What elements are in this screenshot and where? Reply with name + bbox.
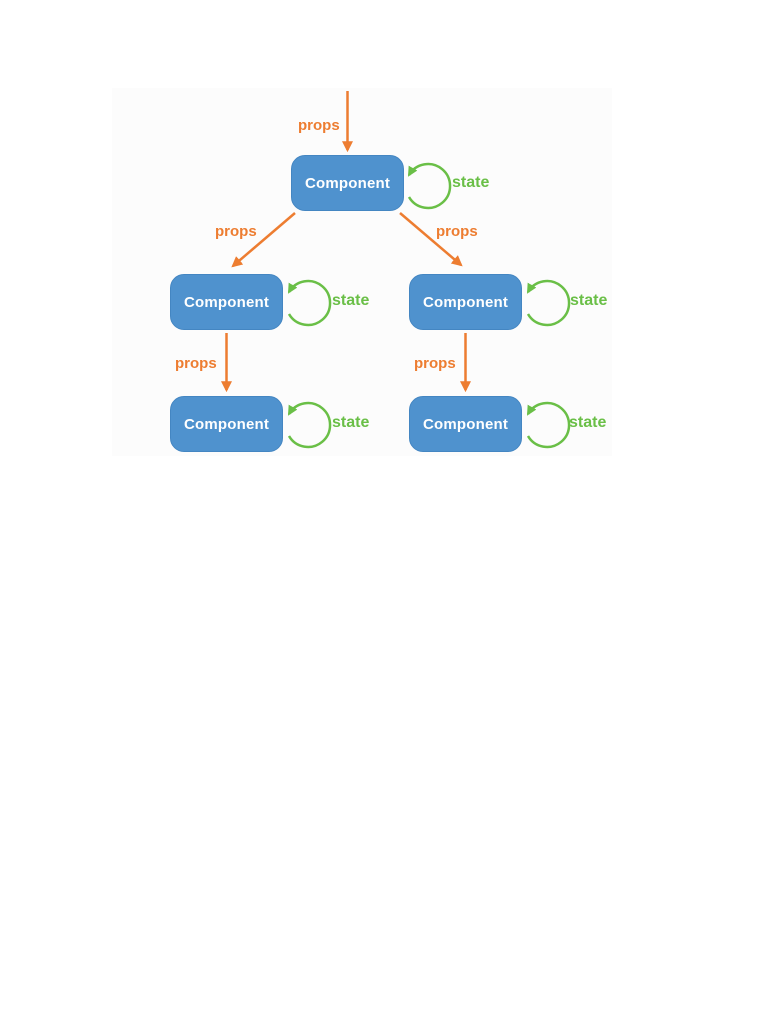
component-node-label: Component (304, 174, 391, 192)
props-arrow-root-to-right (399, 212, 463, 267)
state-loop-mid-left-icon (287, 279, 332, 327)
component-node-child-left: Component (170, 274, 283, 330)
component-node-label: Component (183, 293, 270, 311)
component-node-grandchild-right: Component (409, 396, 522, 452)
props-label-root-to-left: props (215, 223, 257, 240)
props-arrow-root-to-left (231, 212, 296, 268)
state-label-bot-left: state (332, 414, 370, 431)
state-loop-bot-left-icon (287, 401, 332, 449)
props-label-right-to-gcright: props (414, 355, 456, 372)
state-label-mid-right: state (570, 292, 608, 309)
state-loop-mid-right-icon (526, 279, 571, 327)
state-label-bot-right: state (569, 414, 607, 431)
component-node-label: Component (183, 415, 270, 433)
component-node-root: Component (291, 155, 404, 211)
props-label-root-to-right: props (436, 223, 478, 240)
state-loop-root-icon (407, 162, 452, 210)
state-loop-bot-right-icon (526, 401, 571, 449)
diagram-arrow-layer (221, 91, 571, 449)
component-node-label: Component (422, 415, 509, 433)
state-label-root: state (452, 174, 490, 191)
props-label-left-to-gcleft: props (175, 355, 217, 372)
component-node-child-right: Component (409, 274, 522, 330)
state-label-mid-left: state (332, 292, 370, 309)
component-node-grandchild-left: Component (170, 396, 283, 452)
component-node-label: Component (422, 293, 509, 311)
props-label-into-root: props (298, 117, 340, 134)
component-diagram: Component Component Component Component … (112, 88, 612, 456)
